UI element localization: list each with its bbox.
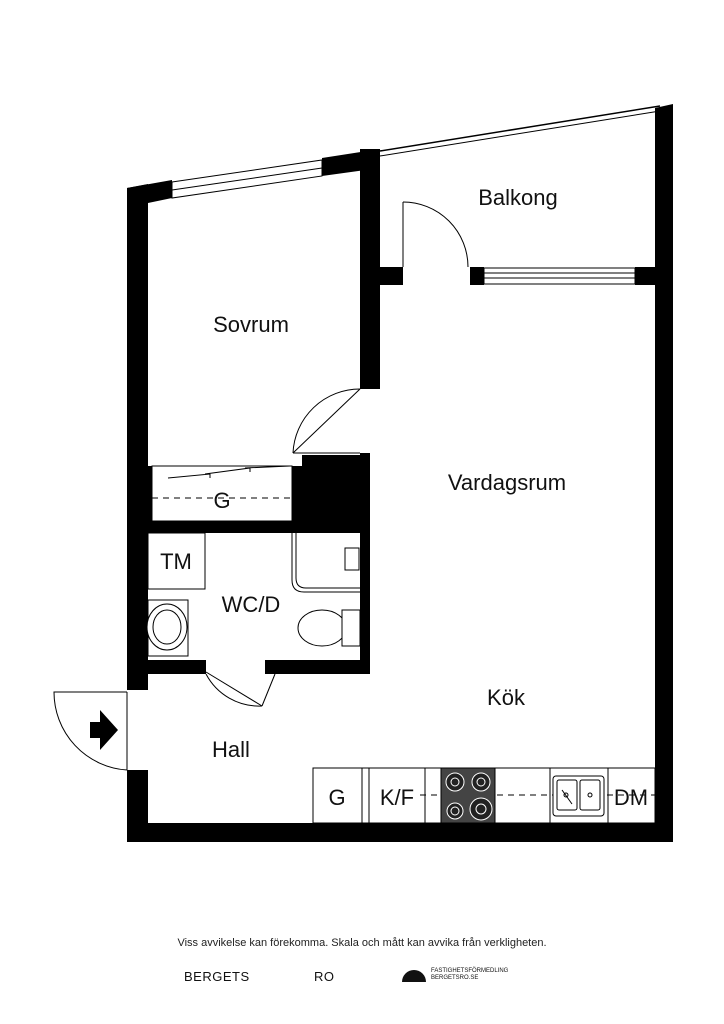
windows [171,159,636,285]
brand-logo-left: BERGETS [184,969,250,984]
dm-label: DM [614,785,648,810]
tm-label: TM [160,549,192,574]
fixture-labels: G TM G K/F DM [160,488,648,810]
wardrobe [151,465,293,522]
walls [127,104,673,842]
balcony-outline [379,105,661,157]
room-labels: Balkong Sovrum Vardagsrum Kök Hall WC/D [212,185,566,762]
room-label-vardagsrum: Vardagsrum [448,470,566,495]
room-label-wcd: WC/D [222,592,281,617]
doors [53,201,469,771]
room-label-kok: Kök [487,685,526,710]
room-label-sovrum: Sovrum [213,312,289,337]
disclaimer-text: Viss avvikelse kan förekomma. Skala och … [177,937,547,949]
wardrobe-label: G [213,488,230,513]
room-label-hall: Hall [212,737,250,762]
agency-text: FASTIGHETSFÖRMEDLING BERGETSRO.SE [431,968,508,982]
agency-line-1: FASTIGHETSFÖRMEDLING [431,968,509,974]
sink-icon [552,775,605,817]
agency-mark-icon [402,970,426,982]
agency-line-2: BERGETSRO.SE [431,975,479,981]
room-label-balkong: Balkong [478,185,558,210]
kitchen-g-label: G [328,785,345,810]
wc-fixtures [146,532,361,657]
stove-icon [440,767,496,824]
kf-label: K/F [380,785,414,810]
brand-logo-right: RO [314,969,335,984]
entrance-arrow-icon [90,710,118,750]
